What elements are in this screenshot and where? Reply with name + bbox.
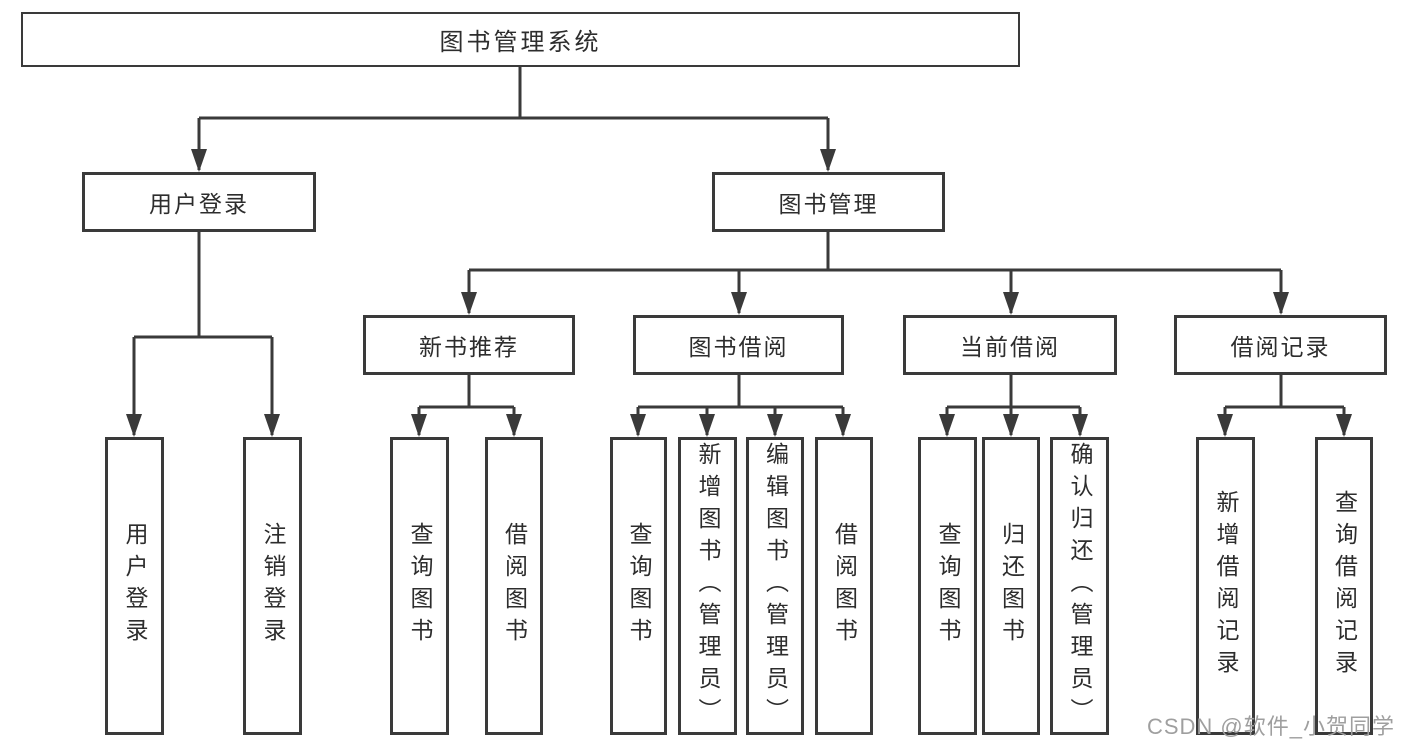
arrow-down-icon: [506, 414, 522, 437]
leaf-edit-books-admin: 编辑图书（管理员）: [746, 437, 804, 735]
arrow-down-icon: [630, 414, 646, 437]
node-borrowing-records: 借阅记录: [1174, 315, 1387, 375]
arrow-down-icon: [126, 414, 142, 437]
arrow-down-icon: [1003, 414, 1019, 437]
arrow-down-icon: [411, 414, 427, 437]
leaf-add-books-admin: 新增图书（管理员）: [678, 437, 737, 735]
arrow-down-icon: [461, 292, 477, 315]
leaf-add-borrow-record: 新增借阅记录: [1196, 437, 1255, 735]
arrow-down-icon: [1072, 414, 1088, 437]
leaf-query-books-current: 查询图书: [918, 437, 977, 735]
arrow-down-icon: [939, 414, 955, 437]
arrow-down-icon: [1336, 414, 1352, 437]
arrow-down-icon: [1217, 414, 1233, 437]
arrow-down-icon: [731, 292, 747, 315]
node-user-login: 用户登录: [82, 172, 316, 232]
leaf-query-books-borrowing: 查询图书: [610, 437, 667, 735]
leaf-borrow-books-recommend: 借阅图书: [485, 437, 543, 735]
arrow-down-icon: [191, 149, 207, 172]
arrow-down-icon: [1273, 292, 1289, 315]
arrow-down-icon: [835, 414, 851, 437]
node-book-borrowing: 图书借阅: [633, 315, 844, 375]
node-book-management: 图书管理: [712, 172, 945, 232]
connector-borrow-to-leaves: [636, 375, 845, 435]
node-library-management-system: 图书管理系统: [21, 12, 1020, 67]
connector-root-to-branches: [197, 67, 830, 170]
connector-bookmgmt-to-modules: [467, 232, 1283, 313]
leaf-return-books: 归还图书: [982, 437, 1040, 735]
connector-newbooks-to-leaves: [417, 375, 516, 435]
connector-login-to-leaves: [132, 232, 274, 435]
arrow-down-icon: [699, 414, 715, 437]
arrow-down-icon: [767, 414, 783, 437]
leaf-logout: 注销登录: [243, 437, 302, 735]
leaf-query-books-recommend: 查询图书: [390, 437, 449, 735]
arrow-down-icon: [1003, 292, 1019, 315]
leaf-borrow-books: 借阅图书: [815, 437, 873, 735]
node-current-borrowing: 当前借阅: [903, 315, 1117, 375]
leaf-query-borrow-record: 查询借阅记录: [1315, 437, 1373, 735]
node-new-book-recommend: 新书推荐: [363, 315, 575, 375]
leaf-user-login: 用户登录: [105, 437, 164, 735]
connector-records-to-leaves: [1223, 375, 1346, 435]
leaf-confirm-return-admin: 确认归还（管理员）: [1050, 437, 1109, 735]
arrow-down-icon: [820, 149, 836, 172]
arrow-down-icon: [264, 414, 280, 437]
